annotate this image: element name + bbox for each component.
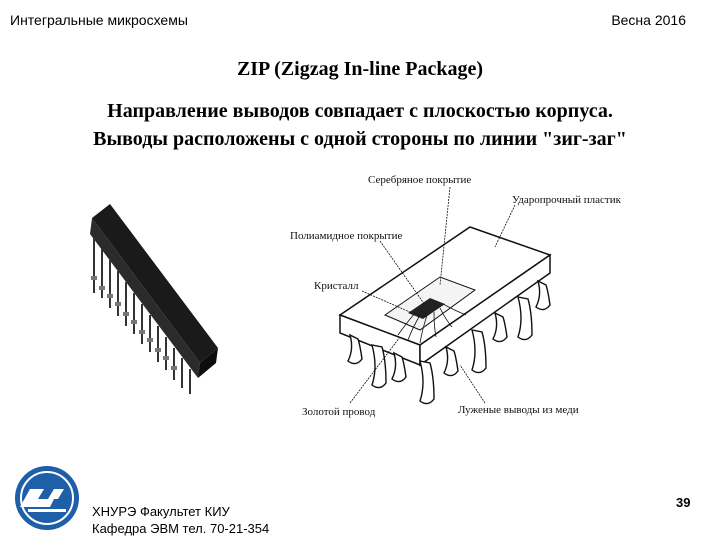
label-tinned-copper-leads: Луженые выводы из меди (458, 404, 579, 416)
label-gold-wire: Золотой провод (302, 406, 376, 418)
zip-cutaway-diagram: Серебряное покрытие Ударопрочный пластик… (290, 174, 622, 418)
slide-text-line-2: Выводы расположены с одной стороны по ли… (93, 128, 627, 150)
page-number: 39 (676, 495, 691, 510)
label-silver-plating: Серебряное покрытие (368, 174, 471, 186)
label-polyimide-coating: Полиамидное покрытие (290, 230, 402, 242)
label-impact-plastic: Ударопрочный пластик (512, 194, 622, 206)
slide-text-line-1: Направление выводов совпадает с плоскост… (107, 100, 613, 122)
footer-line-2: Кафедра ЭВМ тел. 70-21-354 (92, 521, 270, 536)
zip-package-image (90, 204, 218, 394)
university-logo (15, 466, 79, 530)
header-course: Интегральные микросхемы (10, 12, 188, 28)
header-term: Весна 2016 (611, 12, 686, 28)
footer-line-1: ХНУРЭ Факультет КИУ (92, 504, 230, 519)
slide-title: ZIP (Zigzag In-line Package) (236, 58, 484, 80)
label-crystal: Кристалл (314, 280, 359, 292)
